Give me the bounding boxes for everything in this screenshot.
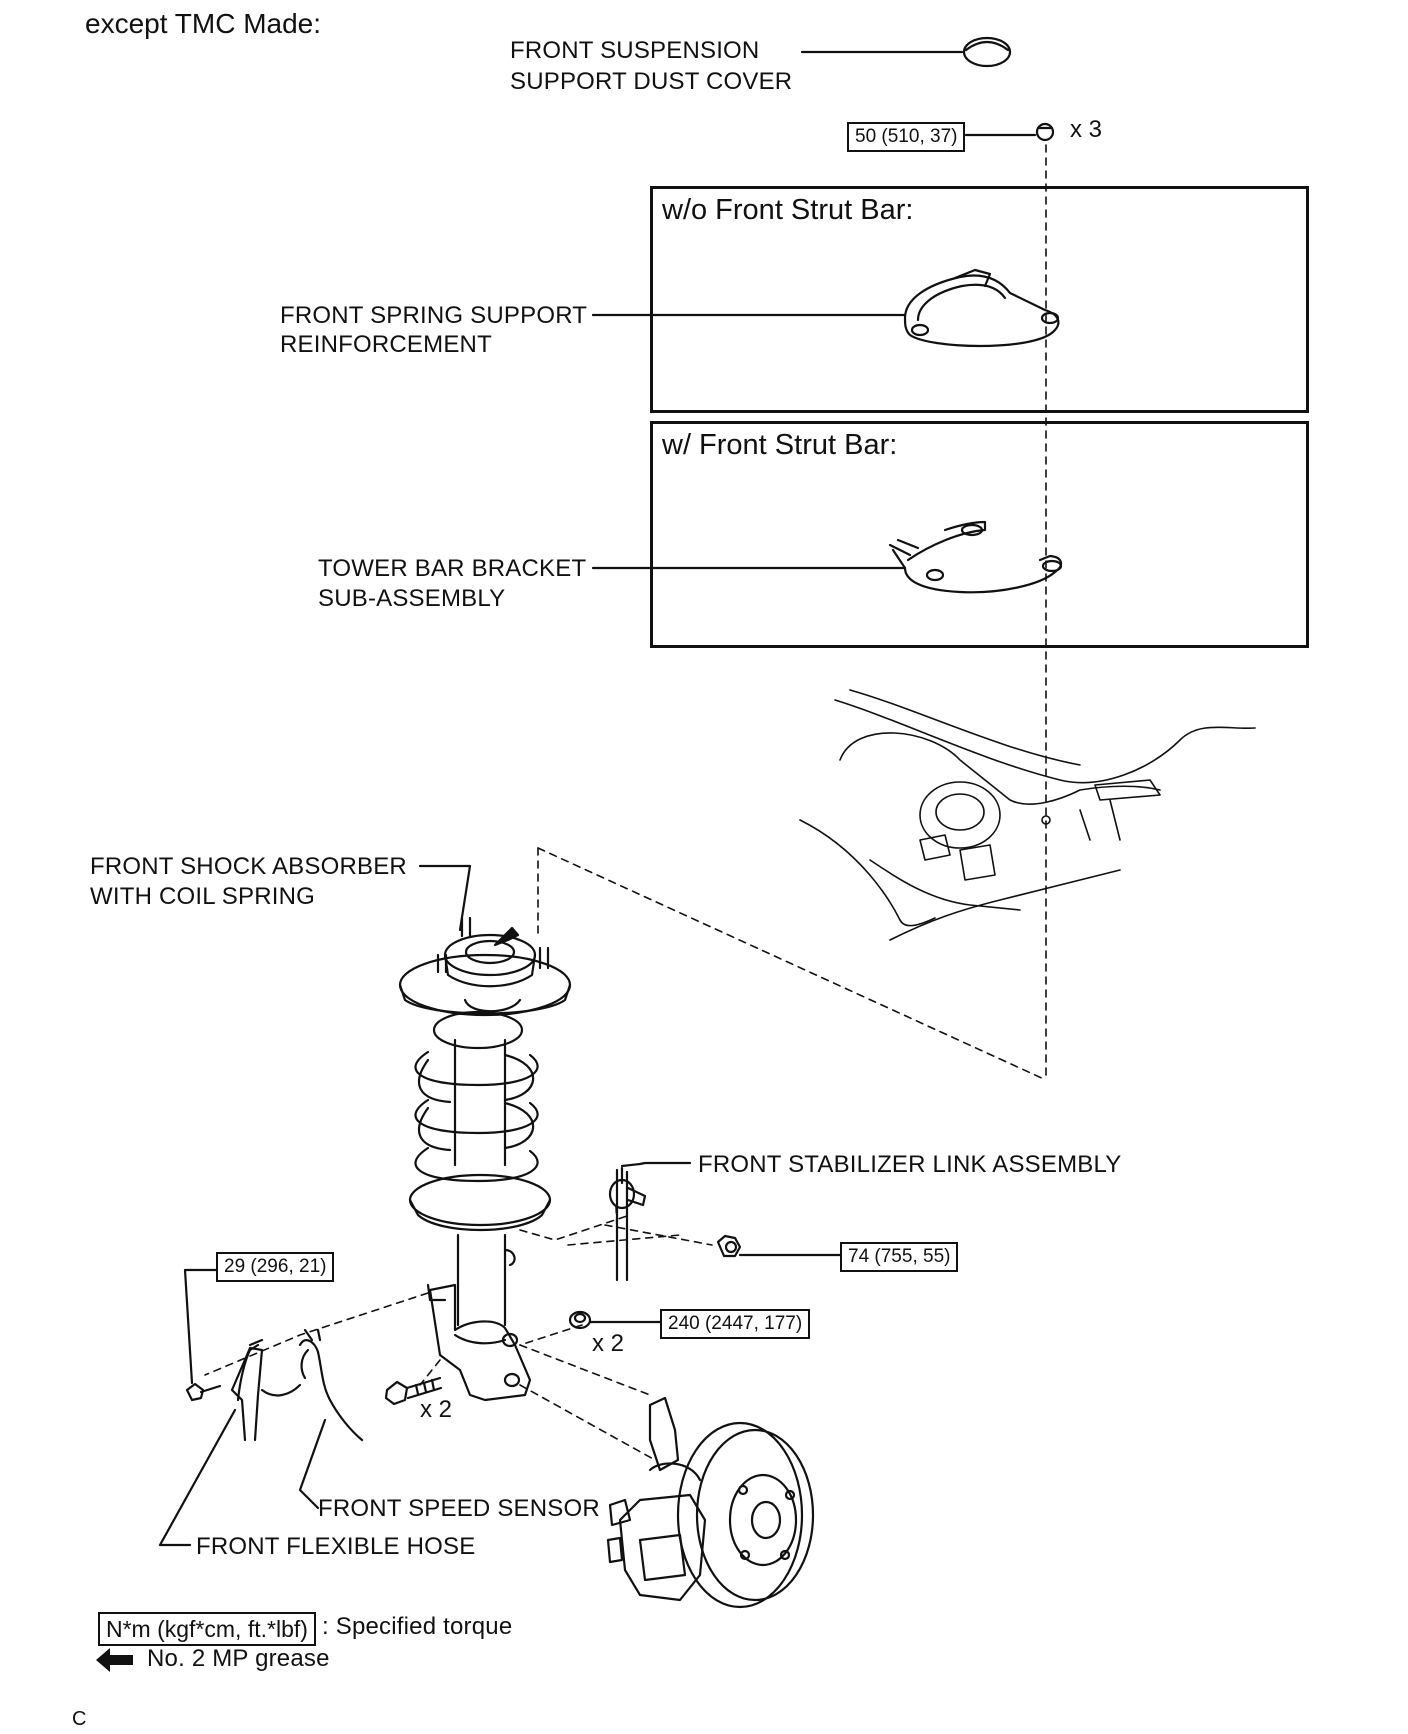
legend-torque-unit-box: N*m (kgf*cm, ft.*lbf): [98, 1612, 316, 1646]
label-spring-support-line2: REINFORCEMENT: [280, 331, 492, 358]
knuckle-bolt-part: [384, 1376, 443, 1406]
torque-knuckle-nut: 240 (2447, 177): [660, 1309, 811, 1339]
box-with-strut-bar: [650, 421, 1309, 648]
spring-support-reinforcement-part: [903, 268, 1060, 348]
box-without-strut-bar-title: w/o Front Strut Bar:: [662, 194, 914, 226]
leader-speed-sensor: [298, 1418, 327, 1510]
stabilizer-link-part: [608, 1166, 647, 1282]
hose-bolt-part: [185, 1382, 222, 1402]
grease-arrow-icon: [96, 1648, 133, 1672]
leader-stabilizer-link: [620, 1161, 692, 1168]
vehicle-body-part: [799, 689, 1256, 941]
torque-hose-bolt: 29 (296, 21): [216, 1252, 335, 1282]
upper-nut-part: [1035, 122, 1055, 142]
leader-shock-absorber: [418, 864, 472, 932]
box-without-strut-bar: [650, 186, 1309, 413]
page-header: except TMC Made:: [85, 8, 322, 39]
label-spring-support-line1: FRONT SPRING SUPPORT: [280, 302, 588, 329]
label-shock-absorber-line1: FRONT SHOCK ABSORBER: [90, 853, 407, 880]
label-stabilizer-link: FRONT STABILIZER LINK ASSEMBLY: [698, 1151, 1122, 1178]
qty-knuckle-bolt: x 2: [420, 1396, 453, 1423]
knuckle-nut-part: [568, 1310, 592, 1330]
flexible-hose-part: [230, 1338, 264, 1442]
label-tower-bar-line1: TOWER BAR BRACKET: [318, 555, 587, 582]
label-shock-absorber-line2: WITH COIL SPRING: [90, 883, 315, 910]
leader-hose-bolt: [183, 1268, 222, 1385]
stabilizer-nut-part: [716, 1234, 742, 1258]
torque-stabilizer-nut: 74 (755, 55): [840, 1242, 959, 1272]
shock-absorber-part: [398, 916, 572, 1402]
label-speed-sensor: FRONT SPEED SENSOR: [318, 1495, 600, 1522]
qty-knuckle-nut: x 2: [592, 1330, 625, 1357]
torque-upper-nut: 50 (510, 37): [847, 122, 966, 152]
label-dust-cover-line2: SUPPORT DUST COVER: [510, 68, 793, 95]
tower-bar-bracket-part: [888, 520, 1063, 594]
footer-mark: C: [72, 1708, 87, 1730]
label-tower-bar-line2: SUB-ASSEMBLY: [318, 585, 506, 612]
legend-torque-desc: : Specified torque: [322, 1613, 513, 1640]
knuckle-hub-part: [606, 1396, 815, 1609]
dust-cover-part: [962, 36, 1012, 68]
leader-flexible-hose: [158, 1408, 237, 1547]
label-dust-cover-line1: FRONT SUSPENSION: [510, 37, 760, 64]
label-flexible-hose: FRONT FLEXIBLE HOSE: [196, 1533, 476, 1560]
speed-sensor-part: [260, 1328, 364, 1442]
qty-upper-nut: x 3: [1070, 116, 1103, 143]
legend-grease-desc: No. 2 MP grease: [147, 1645, 330, 1672]
box-with-strut-bar-title: w/ Front Strut Bar:: [662, 429, 898, 461]
